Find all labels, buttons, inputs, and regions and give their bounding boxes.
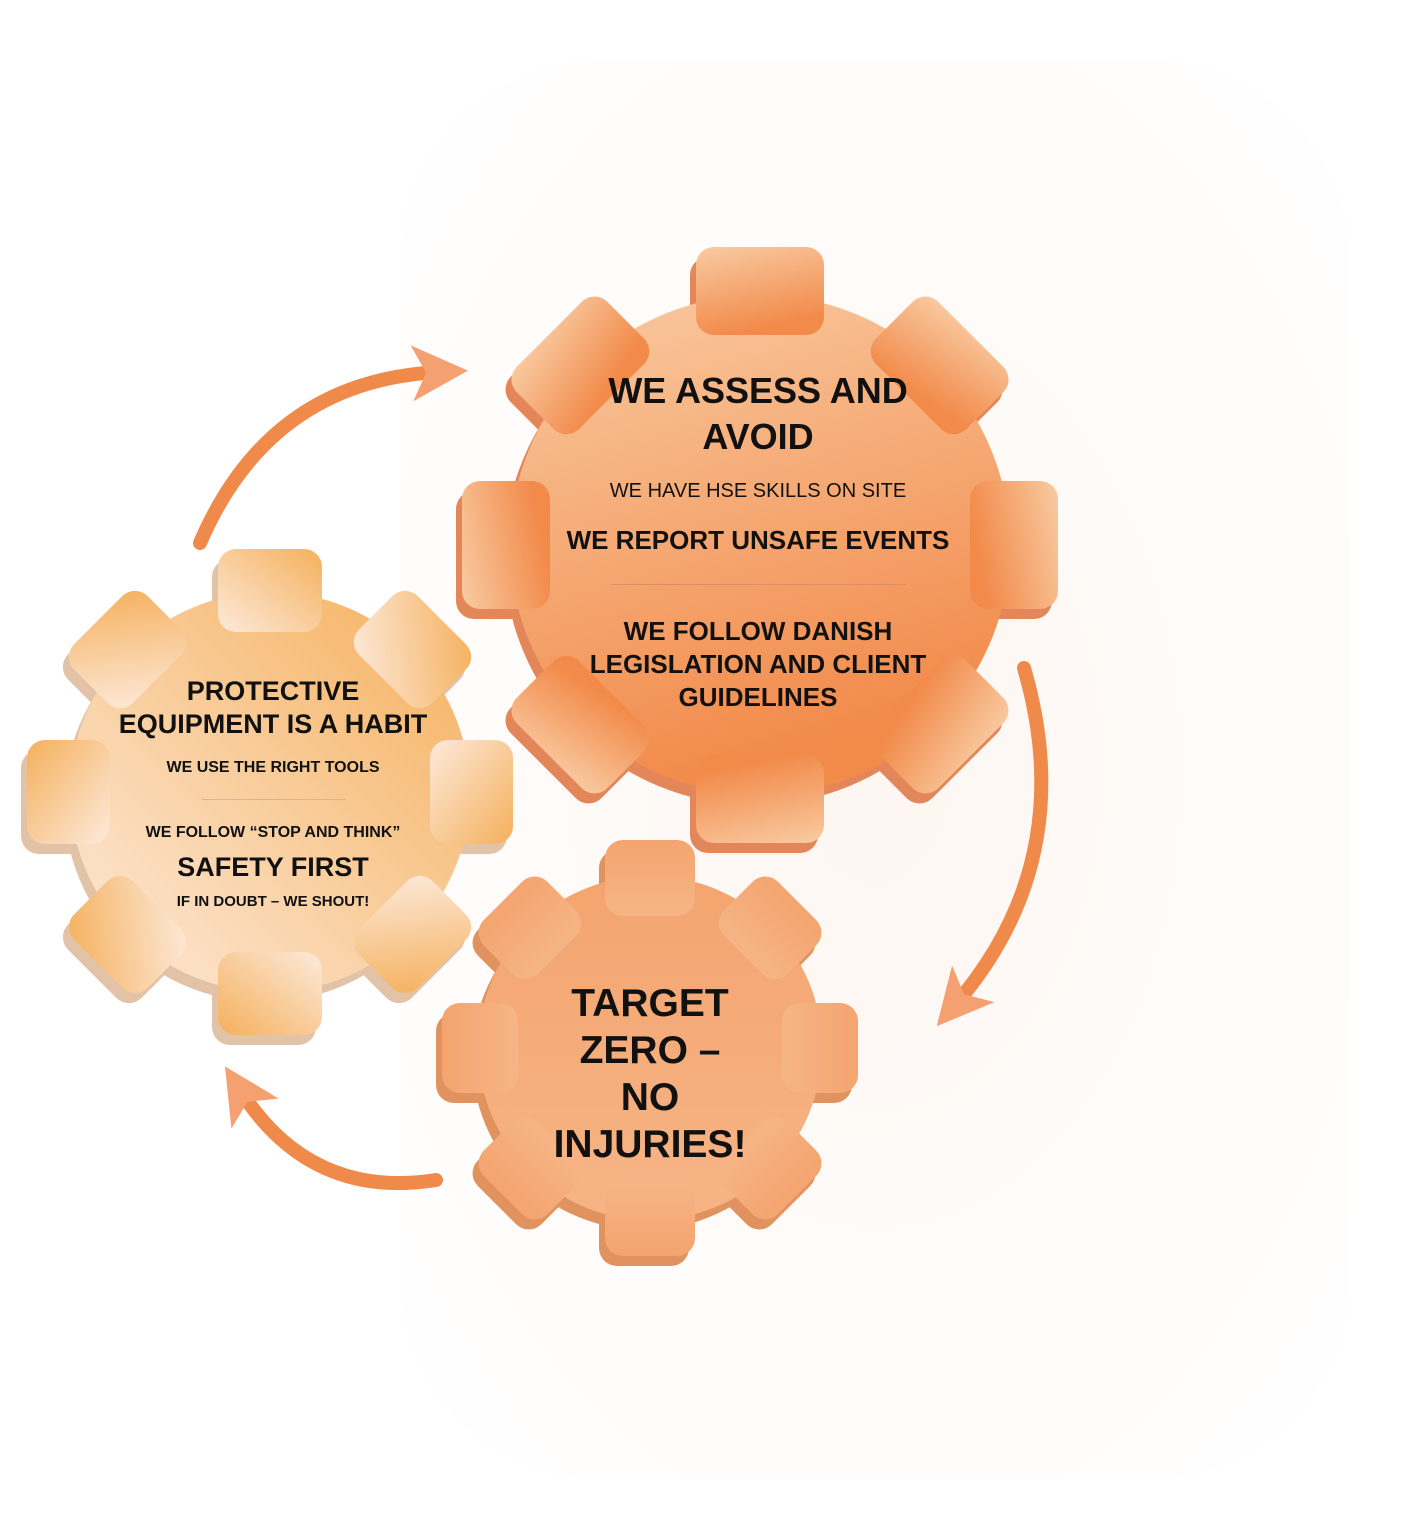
gear-protective-line1: WE USE THE RIGHT TOOLS [166, 759, 380, 776]
gear-tooth [68, 590, 187, 709]
gear-tooth [430, 740, 513, 844]
gear-tooth [970, 481, 1058, 609]
gear-tooth [870, 655, 1009, 794]
gear-tooth [696, 755, 824, 843]
gear-protective-text: PROTECTIVE EQUIPMENT IS A HABIT WE USE T… [103, 675, 443, 910]
gear-protective-line3: SAFETY FIRST [177, 852, 369, 882]
gear-target-text: TARGET ZERO – NO INJURIES! [530, 980, 770, 1168]
gear-tooth [353, 590, 472, 709]
gear-tooth [511, 655, 650, 794]
gear-assess-title: WE ASSESS AND AVOID [608, 370, 908, 457]
gear-protective-title: PROTECTIVE EQUIPMENT IS A HABIT [118, 676, 428, 739]
gear-tooth [68, 875, 187, 994]
gear-tooth [605, 1180, 695, 1256]
gear-assess-line3: WE FOLLOW DANISH LEGISLATION AND CLIENT … [589, 616, 927, 712]
divider [201, 799, 345, 800]
gear-tooth [718, 876, 822, 980]
gear-tooth [442, 1003, 518, 1093]
gear-tooth [218, 952, 322, 1035]
gear-protective [21, 549, 513, 1045]
gear-tooth [718, 1116, 822, 1220]
gear-tooth [218, 549, 322, 632]
gear-tooth [353, 875, 472, 994]
cycle-arrow-right [936, 661, 1049, 1027]
gear-assess [456, 247, 1058, 853]
gear-tooth [478, 1116, 582, 1220]
gear-protective-line4: IF IN DOUBT – WE SHOUT! [176, 893, 370, 910]
gear-target-title: TARGET ZERO – NO INJURIES! [553, 982, 747, 1166]
gear-tooth [511, 296, 650, 435]
gear-tooth [782, 1003, 858, 1093]
gear-protective-line2: WE FOLLOW “STOP AND THINK” [145, 824, 401, 841]
cycle-arrow-bottom [224, 1066, 443, 1190]
gear-tooth [462, 481, 550, 609]
gear-tooth [478, 876, 582, 980]
cycle-arrow-top [193, 345, 468, 550]
gear-assess-line1: WE HAVE HSE SKILLS ON SITE [609, 480, 907, 502]
gear-assess-text: WE ASSESS AND AVOID WE HAVE HSE SKILLS O… [550, 368, 966, 714]
divider [610, 584, 906, 585]
gear-tooth [870, 296, 1009, 435]
gear-tooth [27, 740, 110, 844]
gear-tooth [605, 840, 695, 916]
gear-target [436, 840, 858, 1266]
gear-tooth [696, 247, 824, 335]
gear-assess-line2: WE REPORT UNSAFE EVENTS [566, 525, 950, 555]
